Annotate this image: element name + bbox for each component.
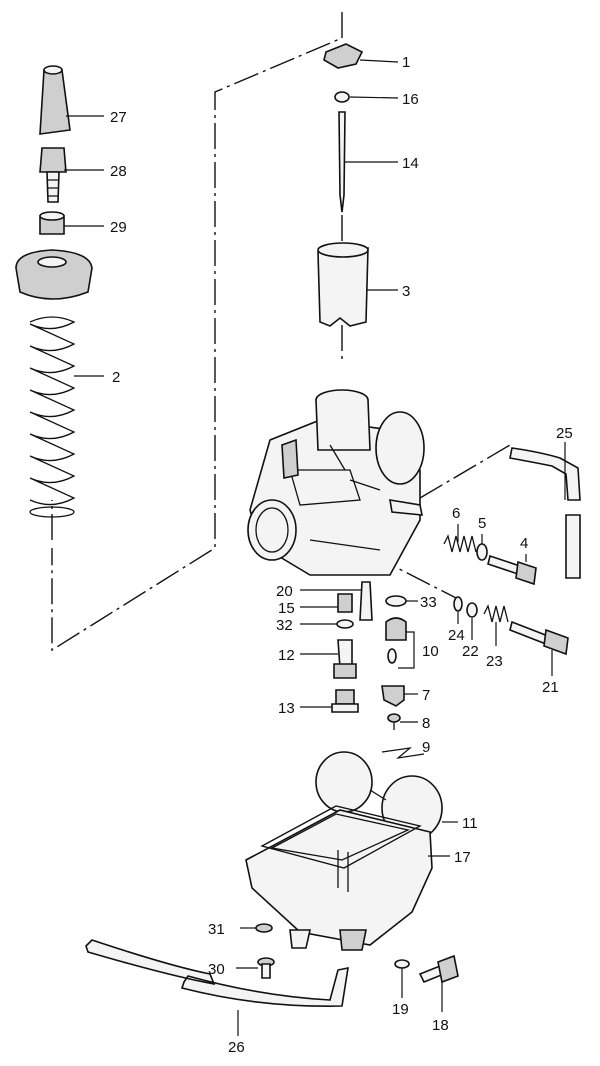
callout-28: 28 xyxy=(110,163,127,180)
main-jet-holder xyxy=(333,639,357,679)
air-screw-spring xyxy=(443,534,477,553)
drain-screw-washer xyxy=(255,923,273,933)
callout-12: 12 xyxy=(278,647,295,664)
callout-14: 14 xyxy=(402,155,419,172)
mixing-chamber-top xyxy=(15,249,93,300)
air-screw-o-ring xyxy=(476,543,488,561)
float-arm xyxy=(381,685,405,707)
holder-o-ring xyxy=(336,619,354,629)
callout-25: 25 xyxy=(556,425,573,442)
callout-27: 27 xyxy=(110,109,127,126)
needle-e-clip xyxy=(334,91,350,103)
callout-8: 8 xyxy=(422,715,430,732)
air-adjusting-screw xyxy=(487,554,537,586)
overflow-tube xyxy=(85,939,349,1007)
float-chamber-screw xyxy=(257,957,275,979)
callout-13: 13 xyxy=(278,700,295,717)
callout-6: 6 xyxy=(452,505,460,522)
drain-screw xyxy=(418,954,459,984)
jet-needle xyxy=(338,111,346,213)
callout-22: 22 xyxy=(462,643,479,660)
callout-15: 15 xyxy=(278,600,295,617)
callout-32: 32 xyxy=(276,617,293,634)
callout-18: 18 xyxy=(432,1017,449,1034)
callout-9: 9 xyxy=(422,739,430,756)
throttle-stop-spring xyxy=(483,604,509,623)
callout-31: 31 xyxy=(208,921,225,938)
float-valve xyxy=(385,617,407,664)
callout-labels: 1 2 3 4 5 6 7 8 9 10 11 12 13 14 15 16 1… xyxy=(110,54,573,1056)
jet-o-ring xyxy=(385,595,407,607)
callout-10: 10 xyxy=(422,643,439,660)
callout-1: 1 xyxy=(402,54,410,71)
float-chamber xyxy=(245,805,433,951)
callout-33: 33 xyxy=(420,594,437,611)
throttle-stop-screw xyxy=(509,620,569,656)
callout-11: 11 xyxy=(462,815,478,832)
float-pin xyxy=(381,747,425,759)
throttle-valve xyxy=(317,242,369,327)
callout-5: 5 xyxy=(478,515,486,532)
callout-17: 17 xyxy=(454,849,471,866)
callout-21: 21 xyxy=(542,679,559,696)
callout-3: 3 xyxy=(402,283,410,300)
callout-23: 23 xyxy=(486,653,503,670)
cable-boot xyxy=(39,65,71,135)
adjuster-lock-nut xyxy=(39,211,65,235)
throttle-stop-washer-b xyxy=(466,602,478,618)
main-jet xyxy=(331,689,359,713)
callout-19: 19 xyxy=(392,1001,409,1018)
vent-tube xyxy=(509,447,581,579)
carburetor-body xyxy=(247,389,425,576)
callout-26: 26 xyxy=(228,1039,245,1056)
jet-holder xyxy=(337,593,353,613)
leader-lines xyxy=(64,59,566,1036)
float-arm-screw xyxy=(387,713,401,730)
needle-jet xyxy=(359,581,373,621)
throttle-spring xyxy=(29,316,76,518)
callout-4: 4 xyxy=(520,535,528,552)
throttle-stop-washer-a xyxy=(453,596,463,612)
callout-16: 16 xyxy=(402,91,419,108)
needle-clip-plate xyxy=(323,43,364,69)
callout-7: 7 xyxy=(422,687,430,704)
drain-screw-o-ring xyxy=(394,959,410,969)
callout-20: 20 xyxy=(276,583,293,600)
cable-adjuster xyxy=(39,147,67,203)
callout-24: 24 xyxy=(448,627,465,644)
callout-30: 30 xyxy=(208,961,225,978)
callout-2: 2 xyxy=(112,369,120,386)
callout-29: 29 xyxy=(110,219,127,236)
